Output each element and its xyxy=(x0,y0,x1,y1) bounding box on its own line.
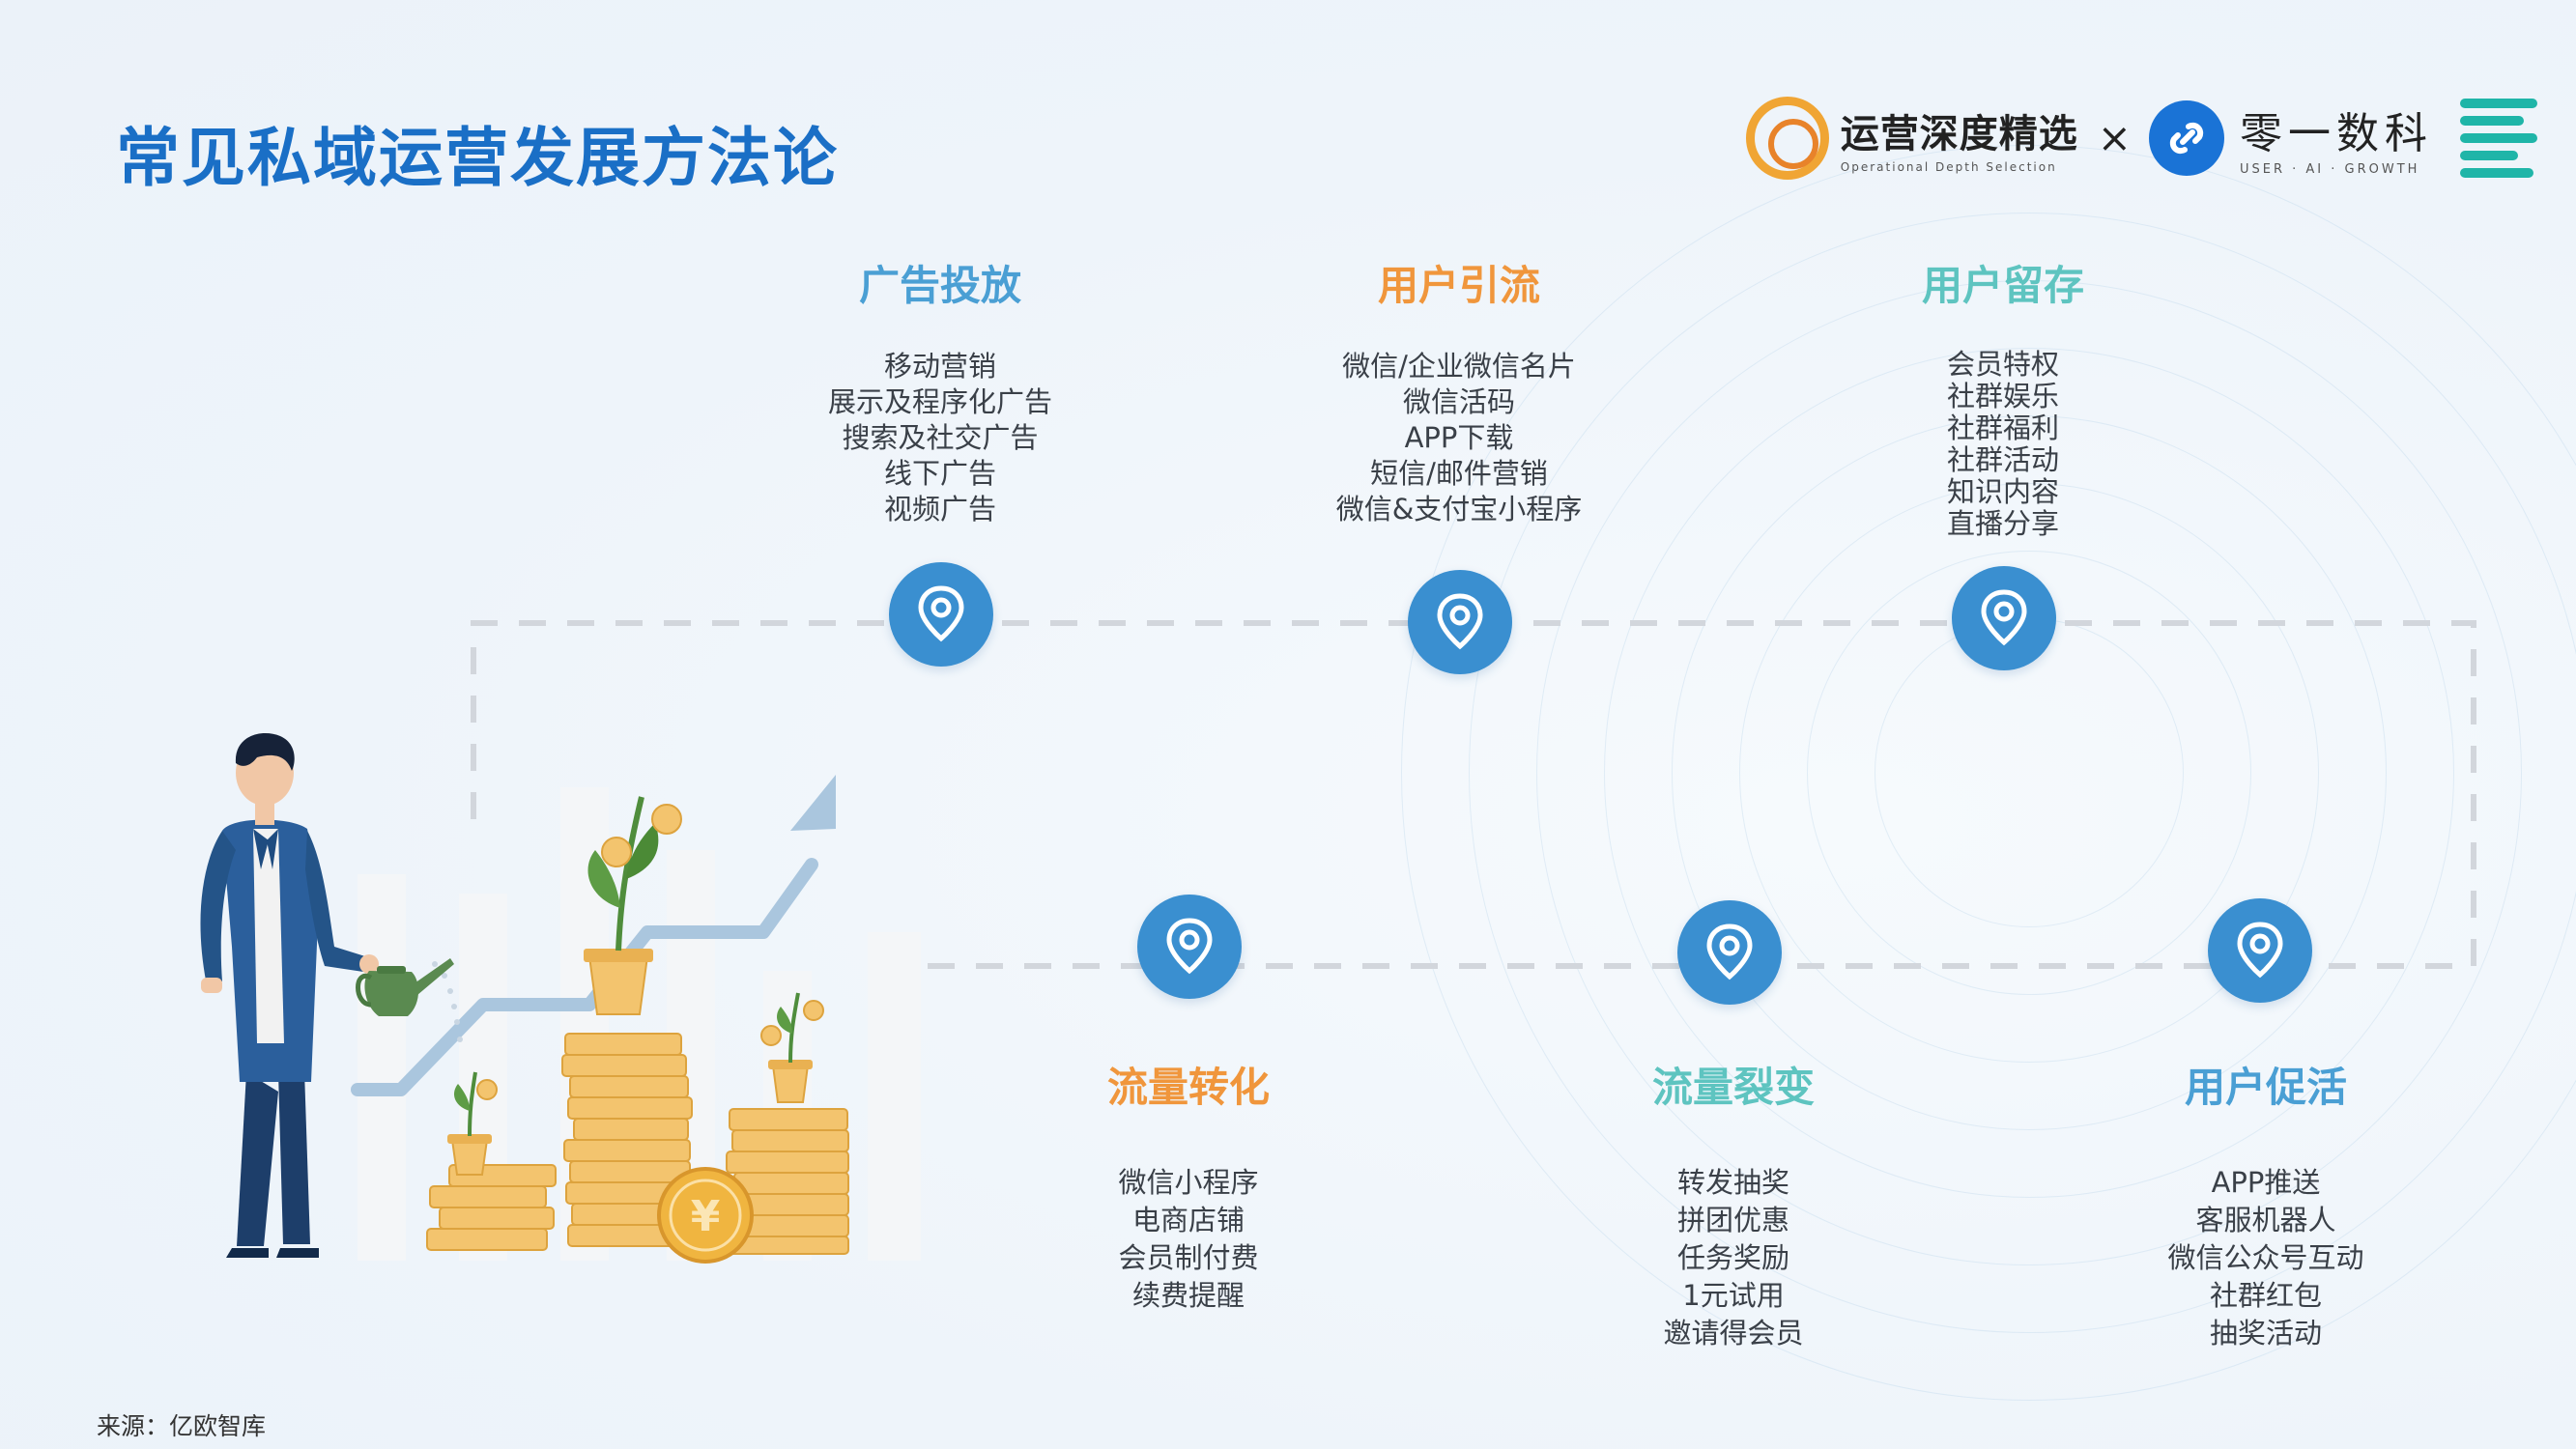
stage-label: 流量裂变 xyxy=(1651,1064,1815,1111)
plant-sprout-icon xyxy=(760,992,824,1103)
list-item: 微信活码 xyxy=(1402,385,1515,418)
link-icon xyxy=(2149,99,2224,176)
plant-sprout-icon xyxy=(447,1071,498,1176)
stage-label: 用户留存 xyxy=(1921,262,2084,309)
partner-logo-subtitle: USER · AI · GROWTH xyxy=(2240,162,2420,177)
list-item: 电商店铺 xyxy=(1131,1204,1245,1236)
list-item: 抽奖活动 xyxy=(2209,1317,2322,1350)
watering-can-icon xyxy=(356,958,454,1016)
growth-arrow-head xyxy=(790,775,836,831)
primary-logo-name: 运营深度精选 xyxy=(1840,111,2078,156)
list-item: 知识内容 xyxy=(1946,475,2059,508)
stage-label: 用户促活 xyxy=(2184,1064,2347,1111)
stage-user-acquisition: 用户引流 微信/企业微信名片 微信活码 APP下载 短信/邮件营销 微信&支付宝… xyxy=(1285,253,1633,527)
stage-label: 广告投放 xyxy=(858,262,1021,309)
stage-traffic-conversion: 流量转化 微信小程序 电商店铺 会员制付费 续费提醒 xyxy=(1015,1055,1362,1315)
location-pin-icon xyxy=(1677,900,1782,1005)
stage-label: 流量转化 xyxy=(1106,1064,1270,1111)
stage-label: 用户引流 xyxy=(1377,262,1540,309)
location-pin-icon xyxy=(1137,895,1242,999)
primary-logo: 运营深度精选 Operational Depth Selection xyxy=(1745,96,2078,180)
stage-item-list: 微信小程序 电商店铺 会员制付费 续费提醒 xyxy=(1015,1164,1362,1315)
list-item: 移动营销 xyxy=(883,350,996,383)
businessman-icon xyxy=(200,733,379,1258)
water-drops xyxy=(432,961,463,1042)
plant-sprout-icon xyxy=(584,796,682,1015)
list-item: 续费提醒 xyxy=(1131,1279,1245,1312)
location-pin-icon xyxy=(889,562,993,667)
coin-stack-icon xyxy=(426,1033,849,1255)
stage-user-activation: 用户促活 APP推送 客服机器人 微信公众号互动 社群红包 抽奖活动 xyxy=(2092,1055,2440,1352)
list-item: 微信/企业微信名片 xyxy=(1342,350,1576,383)
yuan-coin-icon: ¥ xyxy=(657,1167,754,1264)
list-item: 社群活动 xyxy=(1946,443,2059,476)
list-item: 任务奖励 xyxy=(1676,1241,1789,1274)
list-item: 会员特权 xyxy=(1946,348,2059,381)
list-item: 转发抽奖 xyxy=(1676,1166,1789,1199)
stage-item-list: 会员特权 社群娱乐 社群福利 社群活动 知识内容 直播分享 xyxy=(1829,349,2177,540)
stage-ad-placement: 广告投放 移动营销 展示及程序化广告 搜索及社交广告 线下广告 视频广告 xyxy=(766,253,1114,527)
yuan-symbol: ¥ xyxy=(691,1192,721,1241)
list-item: 社群红包 xyxy=(2209,1279,2322,1312)
stage-item-list: 微信/企业微信名片 微信活码 APP下载 短信/邮件营销 微信&支付宝小程序 xyxy=(1285,349,1633,527)
list-item: APP下载 xyxy=(1404,421,1514,454)
stage-item-list: 转发抽奖 拼团优惠 任务奖励 1元试用 邀请得会员 xyxy=(1560,1164,1907,1352)
list-item: 邀请得会员 xyxy=(1663,1317,1804,1350)
location-pin-icon xyxy=(1408,570,1512,674)
list-item: 视频广告 xyxy=(883,493,996,526)
page-title: 常见私域运营发展方法论 xyxy=(116,121,839,195)
list-item: 拼团优惠 xyxy=(1676,1204,1789,1236)
list-item: 1元试用 xyxy=(1682,1279,1785,1312)
stage-user-retention: 用户留存 会员特权 社群娱乐 社群福利 社群活动 知识内容 直播分享 xyxy=(1829,253,2177,540)
list-item: 会员制付费 xyxy=(1118,1241,1259,1274)
location-pin-icon xyxy=(1952,566,2056,670)
partner-logo: 零一数科 USER · AI · GROWTH xyxy=(2149,99,2433,177)
primary-logo-mark-icon xyxy=(1745,96,1829,180)
source-note: 来源：亿欧智库 xyxy=(97,1412,267,1440)
list-item: 展示及程序化广告 xyxy=(827,385,1052,418)
logo-bar: 运营深度精选 Operational Depth Selection × 零一数… xyxy=(1745,92,2537,184)
logo-separator: × xyxy=(2097,114,2132,161)
stage-item-list: 移动营销 展示及程序化广告 搜索及社交广告 线下广告 视频广告 xyxy=(766,349,1114,527)
growth-illustration: ¥ xyxy=(200,733,921,1264)
list-item: 微信&支付宝小程序 xyxy=(1335,493,1583,526)
list-item: 直播分享 xyxy=(1946,507,2059,540)
list-item: APP推送 xyxy=(2211,1166,2321,1199)
location-pin-icon xyxy=(2208,898,2312,1003)
primary-logo-subtitle: Operational Depth Selection xyxy=(1840,159,2057,174)
partner-logo-name: 零一数科 xyxy=(2240,109,2433,158)
list-item: 社群福利 xyxy=(1946,412,2059,444)
growth-arrow-icon xyxy=(351,858,818,1096)
stage-traffic-fission: 流量裂变 转发抽奖 拼团优惠 任务奖励 1元试用 邀请得会员 xyxy=(1560,1055,1907,1352)
list-item: 社群娱乐 xyxy=(1946,380,2059,412)
menu-lines-icon xyxy=(2460,98,2537,178)
list-item: 搜索及社交广告 xyxy=(842,421,1039,454)
list-item: 短信/邮件营销 xyxy=(1370,457,1548,490)
list-item: 客服机器人 xyxy=(2195,1204,2336,1236)
list-item: 微信小程序 xyxy=(1118,1166,1259,1199)
list-item: 微信公众号互动 xyxy=(2167,1241,2364,1274)
list-item: 线下广告 xyxy=(883,457,996,490)
stage-item-list: APP推送 客服机器人 微信公众号互动 社群红包 抽奖活动 xyxy=(2092,1164,2440,1352)
